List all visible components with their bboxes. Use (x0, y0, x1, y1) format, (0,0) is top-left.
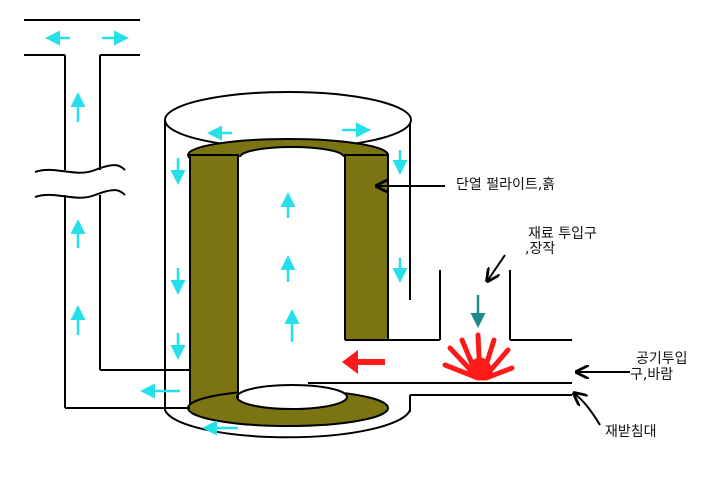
fire-icon (442, 332, 515, 381)
insulation-layer (187, 138, 389, 427)
air-inlet-label-line2: 구,바람 (630, 367, 674, 383)
gas-flow-arrows (45, 30, 408, 436)
fuel-inlet-label: 재료 투입구 (528, 226, 597, 242)
burn-tunnel (308, 270, 572, 396)
label-pointers (378, 186, 630, 426)
flame-flow-arrow (342, 350, 385, 374)
flue-connector (65, 369, 190, 409)
fuel-inlet-label-line2: ,장작 (525, 241, 556, 257)
fuel-arrows (470, 254, 506, 328)
grate-label: 재받침대 (605, 424, 657, 440)
insulation-label: 단열 펄라이트,흙 (456, 177, 556, 193)
chimney (24, 19, 140, 408)
air-inlet-label: 공기투입 (636, 351, 688, 367)
